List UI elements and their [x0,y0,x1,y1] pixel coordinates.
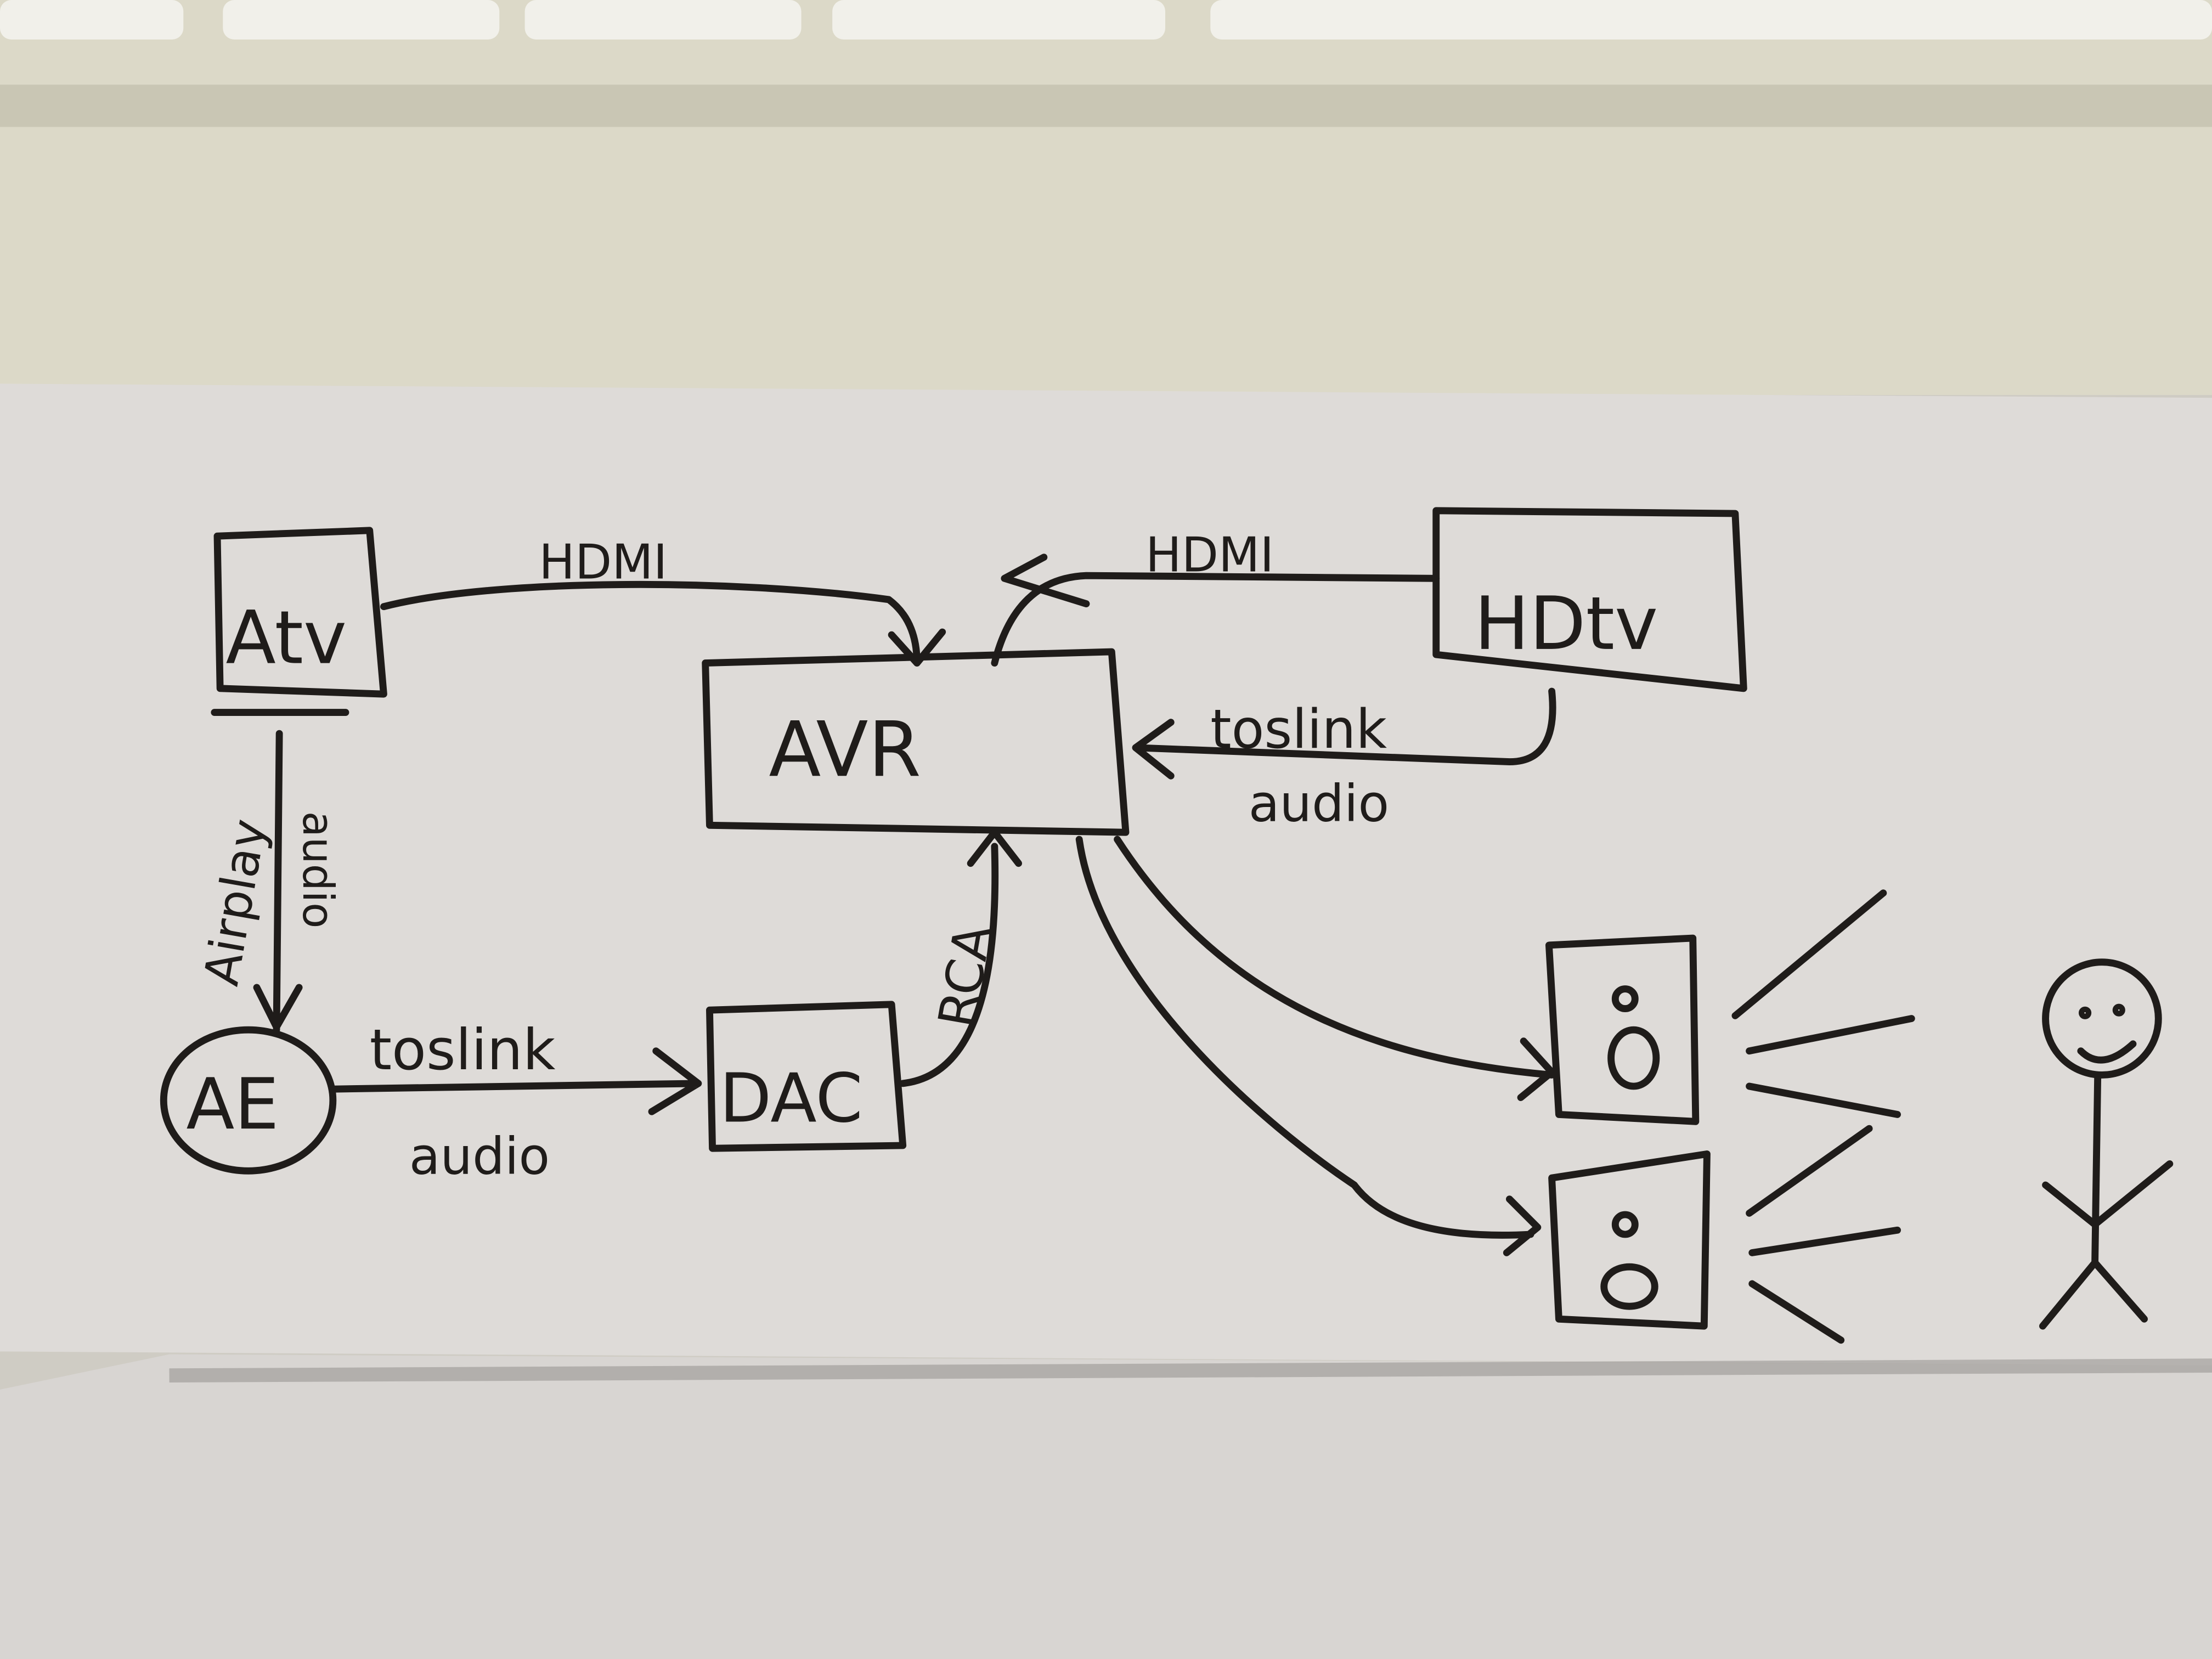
edge-atv-ae [211,709,349,1034]
hdtv-box [1432,507,1747,692]
atv-label: Atv [225,595,347,681]
airplay-audio-label: audio [293,811,342,929]
atv-box [213,527,387,698]
avr-label: AVR [769,705,921,794]
ae-label: AE [186,1064,279,1146]
avr-box [702,648,1130,836]
ae-node [160,1026,337,1175]
paper-shadow [169,1358,2212,1383]
hdmi-label-hdtv: HDMI [1146,527,1274,583]
edge-hdtv-avr-toslink [1132,687,1556,780]
edge-avr-speaker1 [1114,836,1556,1101]
lower-paper [0,1354,2212,1659]
edge-atv-avr [380,580,946,667]
audio-label-hdtv: audio [1249,774,1390,833]
audio-label-ae: audio [409,1126,550,1186]
edge-avr-speaker2 [1075,836,1542,1256]
hdtv-label: HDtv [1474,581,1658,667]
edge-ae-dac [329,1047,702,1115]
edge-dac-avr [899,828,1022,1087]
dac-label: DAC [719,1059,862,1138]
speaker-icon [1545,889,1915,1125]
toslink-label-ae: toslink [370,1018,556,1083]
keyboard-body [0,0,2212,395]
hdmi-label-atv: HDMI [539,534,667,590]
keyboard-keys [0,0,2212,40]
dac-box [706,1001,907,1152]
listener-stick-figure-icon [2039,958,2174,1330]
toslink-label-hdtv: toslink [1210,698,1387,761]
edge-hdtv-avr [991,554,1440,667]
keyboard-edge [0,84,2212,127]
speaker-icon [1548,1125,1901,1344]
